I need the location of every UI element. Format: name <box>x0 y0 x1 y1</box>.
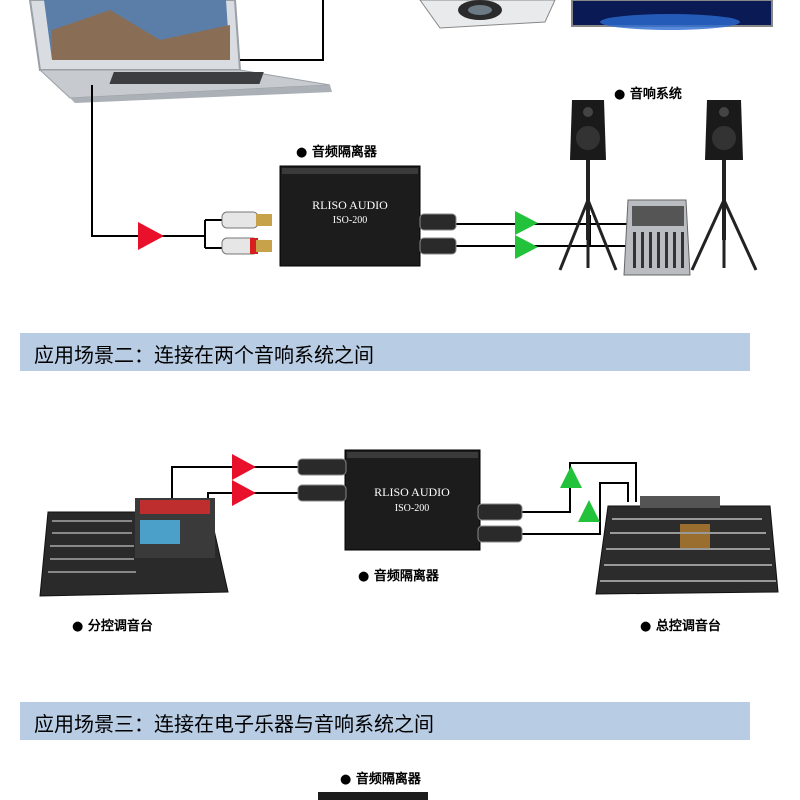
projection-screen-image <box>571 0 773 30</box>
speaker-system-label: ● 音响系统 <box>614 87 682 102</box>
scene1-signal-arrow-green-top <box>515 211 538 235</box>
scene2-signal-arrow-red-top <box>232 454 256 480</box>
projector-image <box>419 0 556 29</box>
scene2-banner-text: 应用场景二：连接在两个音响系统之间 <box>34 343 374 367</box>
scene2-banner: 应用场景二：连接在两个音响系统之间 <box>20 333 750 371</box>
scene1-isolator-label: ● 音频隔离器 <box>296 145 377 160</box>
rca-plugs-image <box>221 211 272 255</box>
scene2-isolator-model: ISO-200 <box>395 503 429 514</box>
scene1-isolator-brand: RLISO AUDIO <box>312 198 388 212</box>
right-speaker-image <box>690 100 758 271</box>
scene1-isolator-model: ISO-200 <box>333 215 367 226</box>
left-console-label: ● 分控调音台 <box>72 619 153 634</box>
scene2-isolator-label: ● 音频隔离器 <box>358 569 439 584</box>
scene2-signal-arrow-green-top <box>560 466 582 488</box>
scene2-signal-arrow-red-bottom <box>232 480 256 506</box>
scene1-signal-arrow-green-bottom <box>515 235 538 259</box>
scene1-signal-arrow-red <box>138 222 164 250</box>
scene2-isolator-image: RLISO AUDIO ISO-200 <box>297 449 523 551</box>
left-speaker-image <box>558 100 618 271</box>
right-console-image <box>595 496 779 595</box>
scene2-isolator-brand: RLISO AUDIO <box>374 485 450 499</box>
right-console-label: ● 总控调音台 <box>640 619 721 634</box>
left-console-image <box>39 498 229 597</box>
scene3-banner-text: 应用场景三：连接在电子乐器与音响系统之间 <box>34 712 434 736</box>
laptop-image <box>28 0 332 103</box>
scene3-isolator-image <box>318 792 428 800</box>
scene2-signal-arrow-green-bottom <box>578 500 600 522</box>
scene3-banner: 应用场景三：连接在电子乐器与音响系统之间 <box>20 702 750 740</box>
scene1-isolator-image: RLISO AUDIO ISO-200 <box>279 165 457 267</box>
scene1-mixer-image <box>623 199 691 276</box>
scene3-isolator-label: ● 音频隔离器 <box>340 772 421 787</box>
